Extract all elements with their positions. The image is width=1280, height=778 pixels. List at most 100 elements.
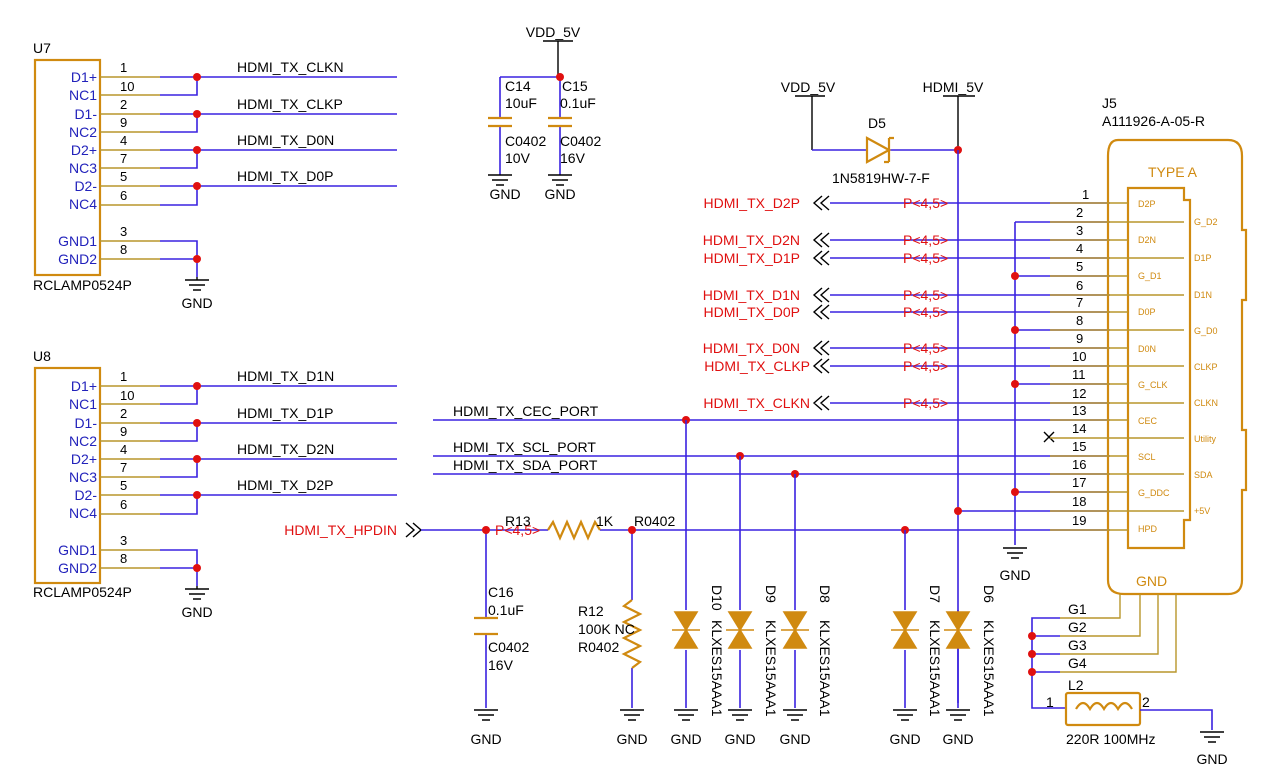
shield-pin-lines — [1060, 594, 1177, 673]
pcb-rule-label: P<4,5> — [903, 304, 948, 320]
connector-pin-num: 2 — [1076, 205, 1083, 220]
gnd-label: GND — [889, 731, 920, 747]
u7-ref: U7 — [33, 40, 51, 56]
u8-pin-num: 5 — [120, 478, 127, 493]
junction-dot — [193, 146, 201, 154]
u7-pin-num: 4 — [120, 133, 127, 148]
c14-ref: C14 — [505, 78, 531, 94]
connector-pin-label: +5V — [1194, 506, 1210, 516]
shield-pin-label: G1 — [1068, 601, 1087, 617]
junction-dot — [556, 73, 564, 81]
connector-pin-num: 13 — [1072, 403, 1086, 418]
offpage-port-arrow — [405, 522, 423, 538]
connector-pin-num: 9 — [1076, 331, 1083, 346]
c14-pkg: C0402 — [505, 133, 546, 149]
tvs-symbols — [672, 611, 972, 649]
junction-dot — [193, 182, 201, 190]
connector-pin-num: 11 — [1072, 367, 1086, 382]
u8-pin-name: GND2 — [58, 560, 97, 576]
tvs-part: KLXES15AAA1 — [817, 620, 833, 717]
u7-pin-name: D2+ — [71, 142, 97, 158]
connector-pin-label: D0N — [1138, 344, 1156, 354]
u7-pin-name: NC2 — [69, 124, 97, 140]
net-label: HDMI_TX_D2N — [237, 441, 334, 457]
u7-block: U7 RCLAMP0524P D1+ NC1 D1- NC2 D2+ NC3 D… — [33, 40, 397, 311]
c16-value: 0.1uF — [488, 602, 524, 618]
shield-pin-label: G2 — [1068, 619, 1087, 635]
power-rail-symbol — [543, 40, 573, 77]
junction-dot — [193, 564, 201, 572]
connector-pin-label: CLKP — [1194, 362, 1218, 372]
u7-pin-name: NC4 — [69, 196, 97, 212]
c14-volt: 10V — [505, 150, 531, 166]
u7-pin-lines — [100, 76, 160, 260]
connector-pin-num: 19 — [1072, 513, 1086, 528]
u7-pin-num: 7 — [120, 151, 127, 166]
junction-dot — [482, 526, 490, 534]
gnd-label: GND — [181, 295, 212, 311]
tvs-part: KLXES15AAA1 — [981, 620, 997, 717]
connector-pin-num: 8 — [1076, 313, 1083, 328]
power-rail-symbol — [795, 95, 975, 150]
c14-value: 10uF — [505, 95, 537, 111]
net-label: HDMI_TX_D0N — [237, 132, 334, 148]
net-label: HDMI_TX_CLKN — [237, 59, 344, 75]
gnd-label: GND — [616, 731, 647, 747]
connector-pin-label: CEC — [1138, 416, 1158, 426]
gnd-label: GND — [1196, 751, 1227, 767]
u7-pin-name: NC3 — [69, 160, 97, 176]
r13-ref: R13 — [505, 513, 531, 529]
decoupling-caps: VDD_5V C14 10uF C0402 10V C15 0.1uF C040… — [488, 24, 601, 202]
d5-part: 1N5819HW-7-F — [832, 170, 930, 186]
tvs-part: KLXES15AAA1 — [709, 620, 725, 717]
port-label: HDMI_TX_D0N — [703, 340, 800, 356]
port-label: HDMI_TX_D1P — [704, 250, 800, 266]
connector-pin-num: 5 — [1076, 259, 1083, 274]
capacitor-c16 — [474, 616, 498, 636]
pcb-rule-label: P<4,5> — [903, 232, 948, 248]
u8-pin-num: 6 — [120, 497, 127, 512]
j5-part: A111926-A-05-R — [1102, 113, 1205, 129]
hdmi-connector-j5: J5 A111926-A-05-R TYPE A GND D2P D2N G_D… — [1028, 95, 1248, 709]
ground-symbol — [474, 709, 644, 721]
ddc-wires — [433, 419, 1110, 475]
l2-value: 220R 100MHz — [1066, 731, 1156, 747]
u8-pin-num: 1 — [120, 369, 127, 384]
u8-pin-lines — [100, 385, 160, 569]
connector-pin-num: 1 — [1082, 187, 1089, 202]
u7-pin-num: 1 — [120, 60, 127, 75]
offpage-port-arrows — [812, 195, 830, 411]
u7-pin-num: 8 — [120, 242, 127, 257]
l2-pin1: 1 — [1046, 694, 1054, 710]
u7-pin-name: GND2 — [58, 251, 97, 267]
gnd-label: GND — [942, 731, 973, 747]
gnd-label: GND — [724, 731, 755, 747]
u7-pin-name: D2- — [74, 178, 97, 194]
gnd-label: GND — [544, 186, 575, 202]
port-label: HDMI_TX_D0P — [704, 304, 800, 320]
u8-pin-num: 4 — [120, 442, 127, 457]
connector-pin-label: D1N — [1194, 290, 1212, 300]
net-label: HDMI_TX_CLKP — [237, 96, 343, 112]
connector-pin-num: 10 — [1072, 349, 1086, 364]
d5-ref: D5 — [868, 115, 886, 131]
pcb-rule-label: P<4,5> — [903, 250, 948, 266]
pcb-rule-label: P<4,5> — [903, 287, 948, 303]
u7-pin-name: NC1 — [69, 87, 97, 103]
ground-symbol — [185, 277, 209, 291]
tvs-ref: D9 — [763, 585, 779, 603]
connector-pin-num: 12 — [1072, 386, 1086, 401]
port-label: HDMI_TX_CLKP — [704, 358, 810, 374]
connector-pin-num: 14 — [1072, 421, 1086, 436]
diff-ports: HDMI_TX_D2P HDMI_TX_D2N HDMI_TX_D1P HDMI… — [703, 195, 1110, 411]
u8-block: U8 RCLAMP0524P D1+ NC1 D1- NC2 D2+ NC3 D… — [33, 348, 397, 620]
vdd-5v-label: VDD_5V — [781, 79, 836, 95]
connector-pin-label: G_DDC — [1138, 488, 1170, 498]
connector-pin-num: 4 — [1076, 241, 1083, 256]
u8-body — [33, 366, 102, 585]
u8-pin-num: 8 — [120, 551, 127, 566]
connector-pin-stubs — [1050, 202, 1184, 531]
connector-pin-num: 16 — [1072, 457, 1086, 472]
u8-pin-num: 9 — [120, 424, 127, 439]
